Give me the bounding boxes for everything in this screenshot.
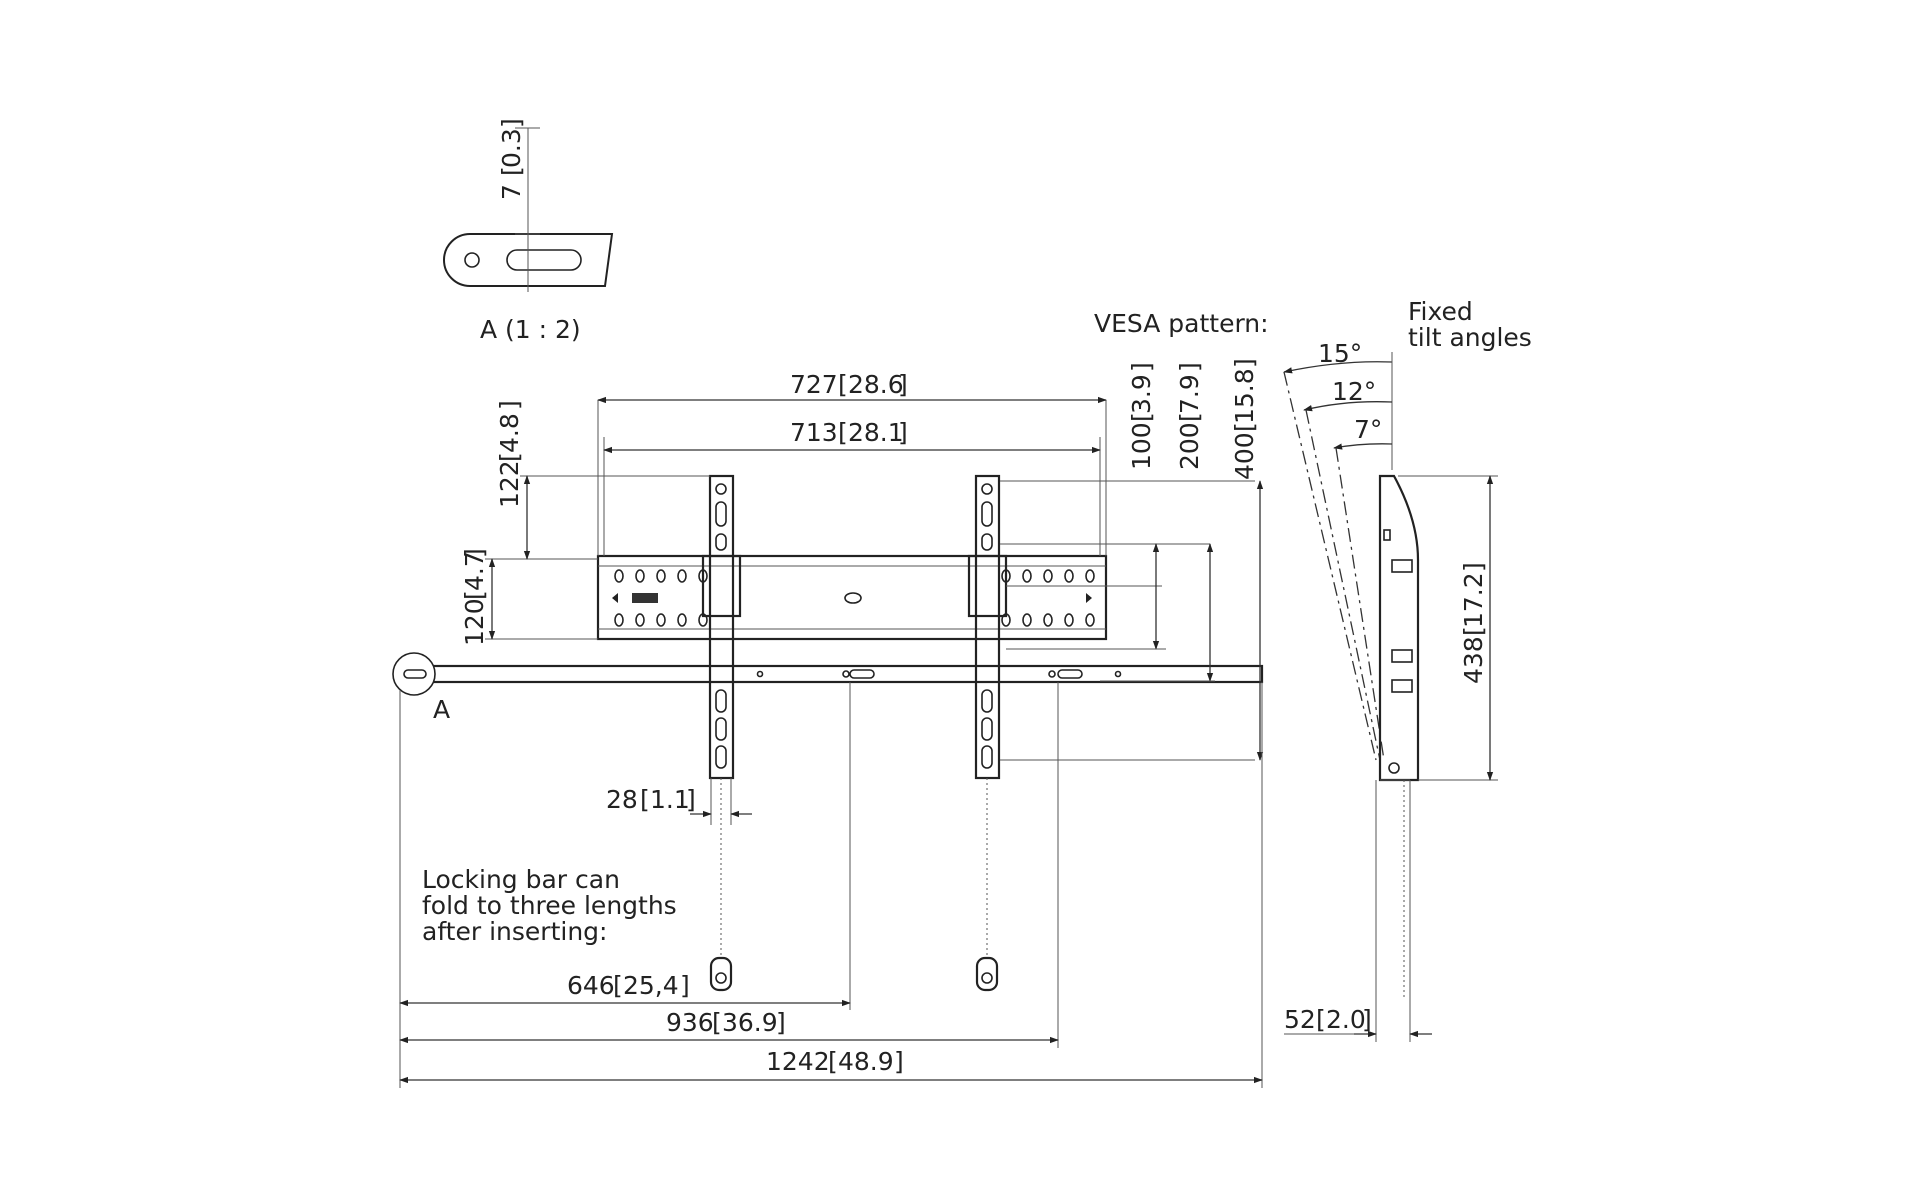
logo-mark (632, 593, 658, 603)
svg-text:1.1: 1.1 (650, 785, 690, 814)
svg-text:]: ] (686, 785, 696, 814)
right-arm (967, 474, 1008, 992)
dim-28-label: 28 [ 1.1 ] (606, 785, 696, 814)
left-arm-locking-tab (709, 956, 733, 992)
left-arm (701, 474, 742, 992)
svg-text:]: ] (1459, 562, 1488, 572)
svg-text:]: ] (1175, 362, 1204, 372)
svg-text:727: 727 (790, 370, 838, 399)
locking-bar (398, 664, 1264, 684)
detail-a-round-hole (464, 252, 480, 268)
detail-a-slot (506, 249, 582, 271)
tilt-angle-12: 12° (1332, 377, 1376, 406)
wall-plate (596, 554, 1108, 641)
detail-a-dim-bracket: [ (497, 166, 526, 176)
plate-center-hole (844, 592, 862, 604)
front-view: A (392, 309, 1269, 1088)
detail-a-label: A (1 : 2) (480, 315, 581, 344)
svg-text:3.9: 3.9 (1127, 374, 1156, 414)
svg-text:28: 28 (606, 785, 638, 814)
svg-text:36.9: 36.9 (722, 1008, 778, 1037)
tilt-title-line2: tilt angles (1408, 323, 1532, 352)
side-bracket (1378, 474, 1420, 782)
svg-text:646: 646 (567, 971, 615, 1000)
svg-text:]: ] (1230, 358, 1259, 368)
svg-text:4.7: 4.7 (460, 551, 489, 591)
svg-text:438: 438 (1459, 636, 1488, 684)
dim-vesa-100-label: 100 [ 3.9 ] (1127, 362, 1156, 470)
right-arm-locking-tab (975, 956, 999, 992)
svg-text:48.9: 48.9 (838, 1047, 894, 1076)
svg-text:100: 100 (1127, 422, 1156, 470)
dim-vesa-400-label: 400 [ 15.8 ] (1230, 358, 1259, 480)
detail-a-marker: A (433, 695, 450, 724)
plate-holes-right (1001, 569, 1095, 627)
svg-text:]: ] (1362, 1005, 1372, 1034)
detail-a-dim-mm: 7 (497, 184, 526, 200)
svg-text:[: [ (712, 1008, 722, 1037)
svg-text:[: [ (613, 971, 623, 1000)
svg-text:]: ] (497, 118, 526, 128)
svg-text:fold to three lengths: fold to three lengths (422, 891, 677, 920)
svg-text:[: [ (1175, 412, 1204, 422)
svg-text:[: [ (460, 590, 489, 600)
svg-text:Locking bar can: Locking bar can (422, 865, 620, 894)
svg-text:[: [ (838, 418, 848, 447)
dim-52-label: 52 [ 2.0 ] (1284, 1005, 1372, 1034)
tilt-angle-15: 15° (1318, 339, 1362, 368)
svg-text:]: ] (495, 400, 524, 410)
plate-holes-left (614, 569, 708, 627)
svg-text:400: 400 (1230, 432, 1259, 480)
dim-438-label: 438 [ 17.2 ] (1459, 562, 1488, 684)
dim-936-label: 936 [ 36.9 ] (666, 1008, 786, 1037)
svg-text:]: ] (894, 1047, 904, 1076)
dim-122-label: 122 [ 4.8 ] (495, 400, 524, 508)
side-view: Fixed tilt angles 15° 12° 7° 438 [ 17.2 … (1283, 297, 1532, 1042)
svg-text:200: 200 (1175, 422, 1204, 470)
svg-text:after inserting:: after inserting: (422, 917, 607, 946)
svg-text:1242: 1242 (766, 1047, 830, 1076)
svg-text:[: [ (1459, 626, 1488, 636)
locking-bar-note: Locking bar can fold to three lengths af… (422, 865, 677, 946)
svg-text:[: [ (1316, 1005, 1326, 1034)
svg-text:2.0: 2.0 (1326, 1005, 1366, 1034)
svg-text:122: 122 (495, 460, 524, 508)
svg-text:[: [ (828, 1047, 838, 1076)
svg-text:25,4: 25,4 (623, 971, 679, 1000)
svg-text:120: 120 (460, 598, 489, 646)
svg-text:713: 713 (790, 418, 838, 447)
svg-text:[: [ (838, 370, 848, 399)
tilt-title-line1: Fixed (1408, 297, 1473, 326)
tilt-angle-7: 7° (1354, 415, 1382, 444)
svg-text:17.2: 17.2 (1459, 572, 1488, 628)
svg-text:[: [ (1127, 412, 1156, 422)
dim-727-label: 727 [ 28.6 ] (790, 370, 908, 399)
dim-120-label: 120 [ 4.7 ] (460, 548, 489, 646)
svg-text:4.8: 4.8 (495, 413, 524, 453)
svg-text:7.9: 7.9 (1175, 374, 1204, 414)
svg-text:]: ] (1127, 362, 1156, 372)
svg-text:15.8: 15.8 (1230, 368, 1259, 424)
svg-text:28.1: 28.1 (848, 418, 904, 447)
svg-text:]: ] (680, 971, 690, 1000)
dim-713-label: 713 [ 28.1 ] (790, 418, 908, 447)
svg-text:28.6: 28.6 (848, 370, 904, 399)
svg-text:936: 936 (666, 1008, 714, 1037)
svg-text:]: ] (776, 1008, 786, 1037)
svg-text:52: 52 (1284, 1005, 1316, 1034)
svg-text:[: [ (495, 452, 524, 462)
svg-text:]: ] (898, 370, 908, 399)
detail-a-view: 7 [ 0.3 ] A (1 : 2) (443, 118, 614, 344)
detail-a-dim-in: 0.3 (497, 128, 526, 168)
dim-646-label: 646 [ 25,4 ] (567, 971, 690, 1000)
svg-text:]: ] (898, 418, 908, 447)
vesa-title: VESA pattern: (1094, 309, 1269, 338)
svg-text:]: ] (460, 548, 489, 558)
dim-1242-label: 1242 [ 48.9 ] (766, 1047, 904, 1076)
dim-vesa-200-label: 200 [ 7.9 ] (1175, 362, 1204, 470)
svg-text:[: [ (640, 785, 650, 814)
svg-text:[: [ (1230, 422, 1259, 432)
